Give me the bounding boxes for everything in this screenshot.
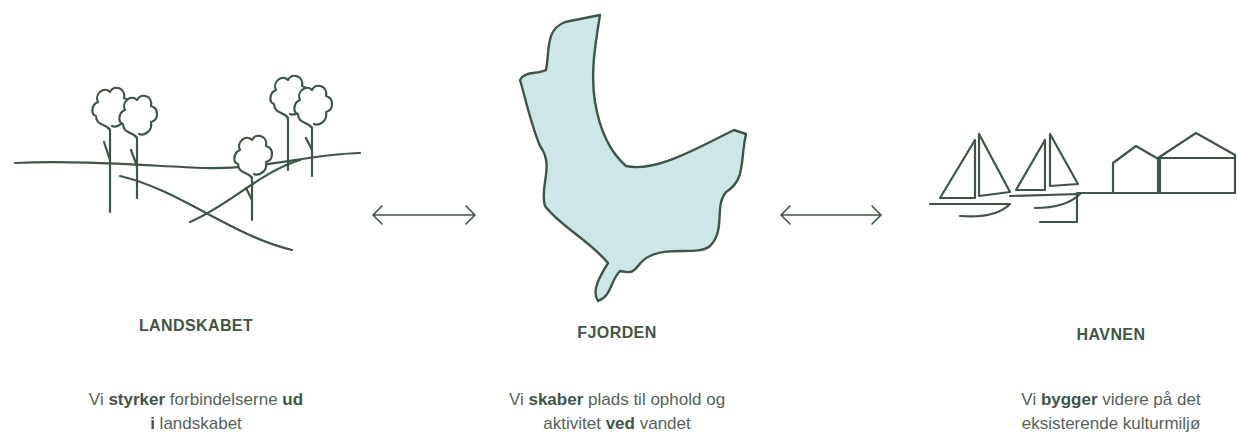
section-heading: LANDSKABET bbox=[22, 316, 370, 336]
tree-trunk bbox=[306, 138, 312, 150]
section-node: FJORDEN Vi skaber plads til ophold og akt… bbox=[478, 20, 778, 434]
tree-trunk bbox=[109, 130, 111, 212]
boat-hull bbox=[1010, 194, 1080, 208]
boat-hull bbox=[930, 204, 1010, 217]
double-arrow bbox=[781, 206, 881, 224]
sail bbox=[1050, 134, 1078, 186]
tree-trunk bbox=[287, 118, 289, 170]
building bbox=[1113, 146, 1160, 193]
tree-trunk bbox=[104, 142, 110, 160]
section-heading: FJORDEN bbox=[478, 323, 756, 343]
fjord-shape bbox=[520, 15, 746, 301]
arrow-line bbox=[781, 206, 881, 224]
tree-trunk bbox=[246, 188, 252, 200]
tree bbox=[294, 86, 332, 176]
arrow-line bbox=[373, 206, 475, 224]
pier bbox=[1040, 193, 1235, 222]
harbour-illustration bbox=[930, 133, 1235, 222]
section-node: LANDSKABET Vi styrker forbindelserne ud i… bbox=[10, 20, 370, 434]
section-description: Vi bygger videre på det eksisterende kul… bbox=[988, 388, 1234, 434]
tree bbox=[234, 136, 272, 220]
section-heading: HAVNEN bbox=[988, 325, 1234, 345]
hill-line bbox=[15, 153, 360, 168]
tree-trunk bbox=[131, 150, 137, 166]
tree bbox=[119, 96, 157, 198]
tree-crown bbox=[119, 96, 157, 138]
section-description: Vi skaber plads til ophold og aktivitet … bbox=[478, 388, 756, 434]
tree-trunk bbox=[136, 138, 138, 198]
double-arrow bbox=[373, 206, 475, 224]
building bbox=[1158, 133, 1235, 193]
sail bbox=[979, 134, 1010, 196]
section-description: Vi styrker forbindelserne ud i landskabe… bbox=[22, 388, 370, 434]
sail bbox=[940, 140, 975, 198]
section-node: HAVNEN Vi bygger videre på det eksisteren… bbox=[884, 20, 1234, 434]
landscape-illustration bbox=[15, 76, 360, 250]
sail bbox=[1016, 140, 1045, 190]
tree-crown bbox=[234, 136, 272, 178]
tree-trunk bbox=[311, 128, 313, 176]
tree-crown bbox=[294, 86, 332, 128]
